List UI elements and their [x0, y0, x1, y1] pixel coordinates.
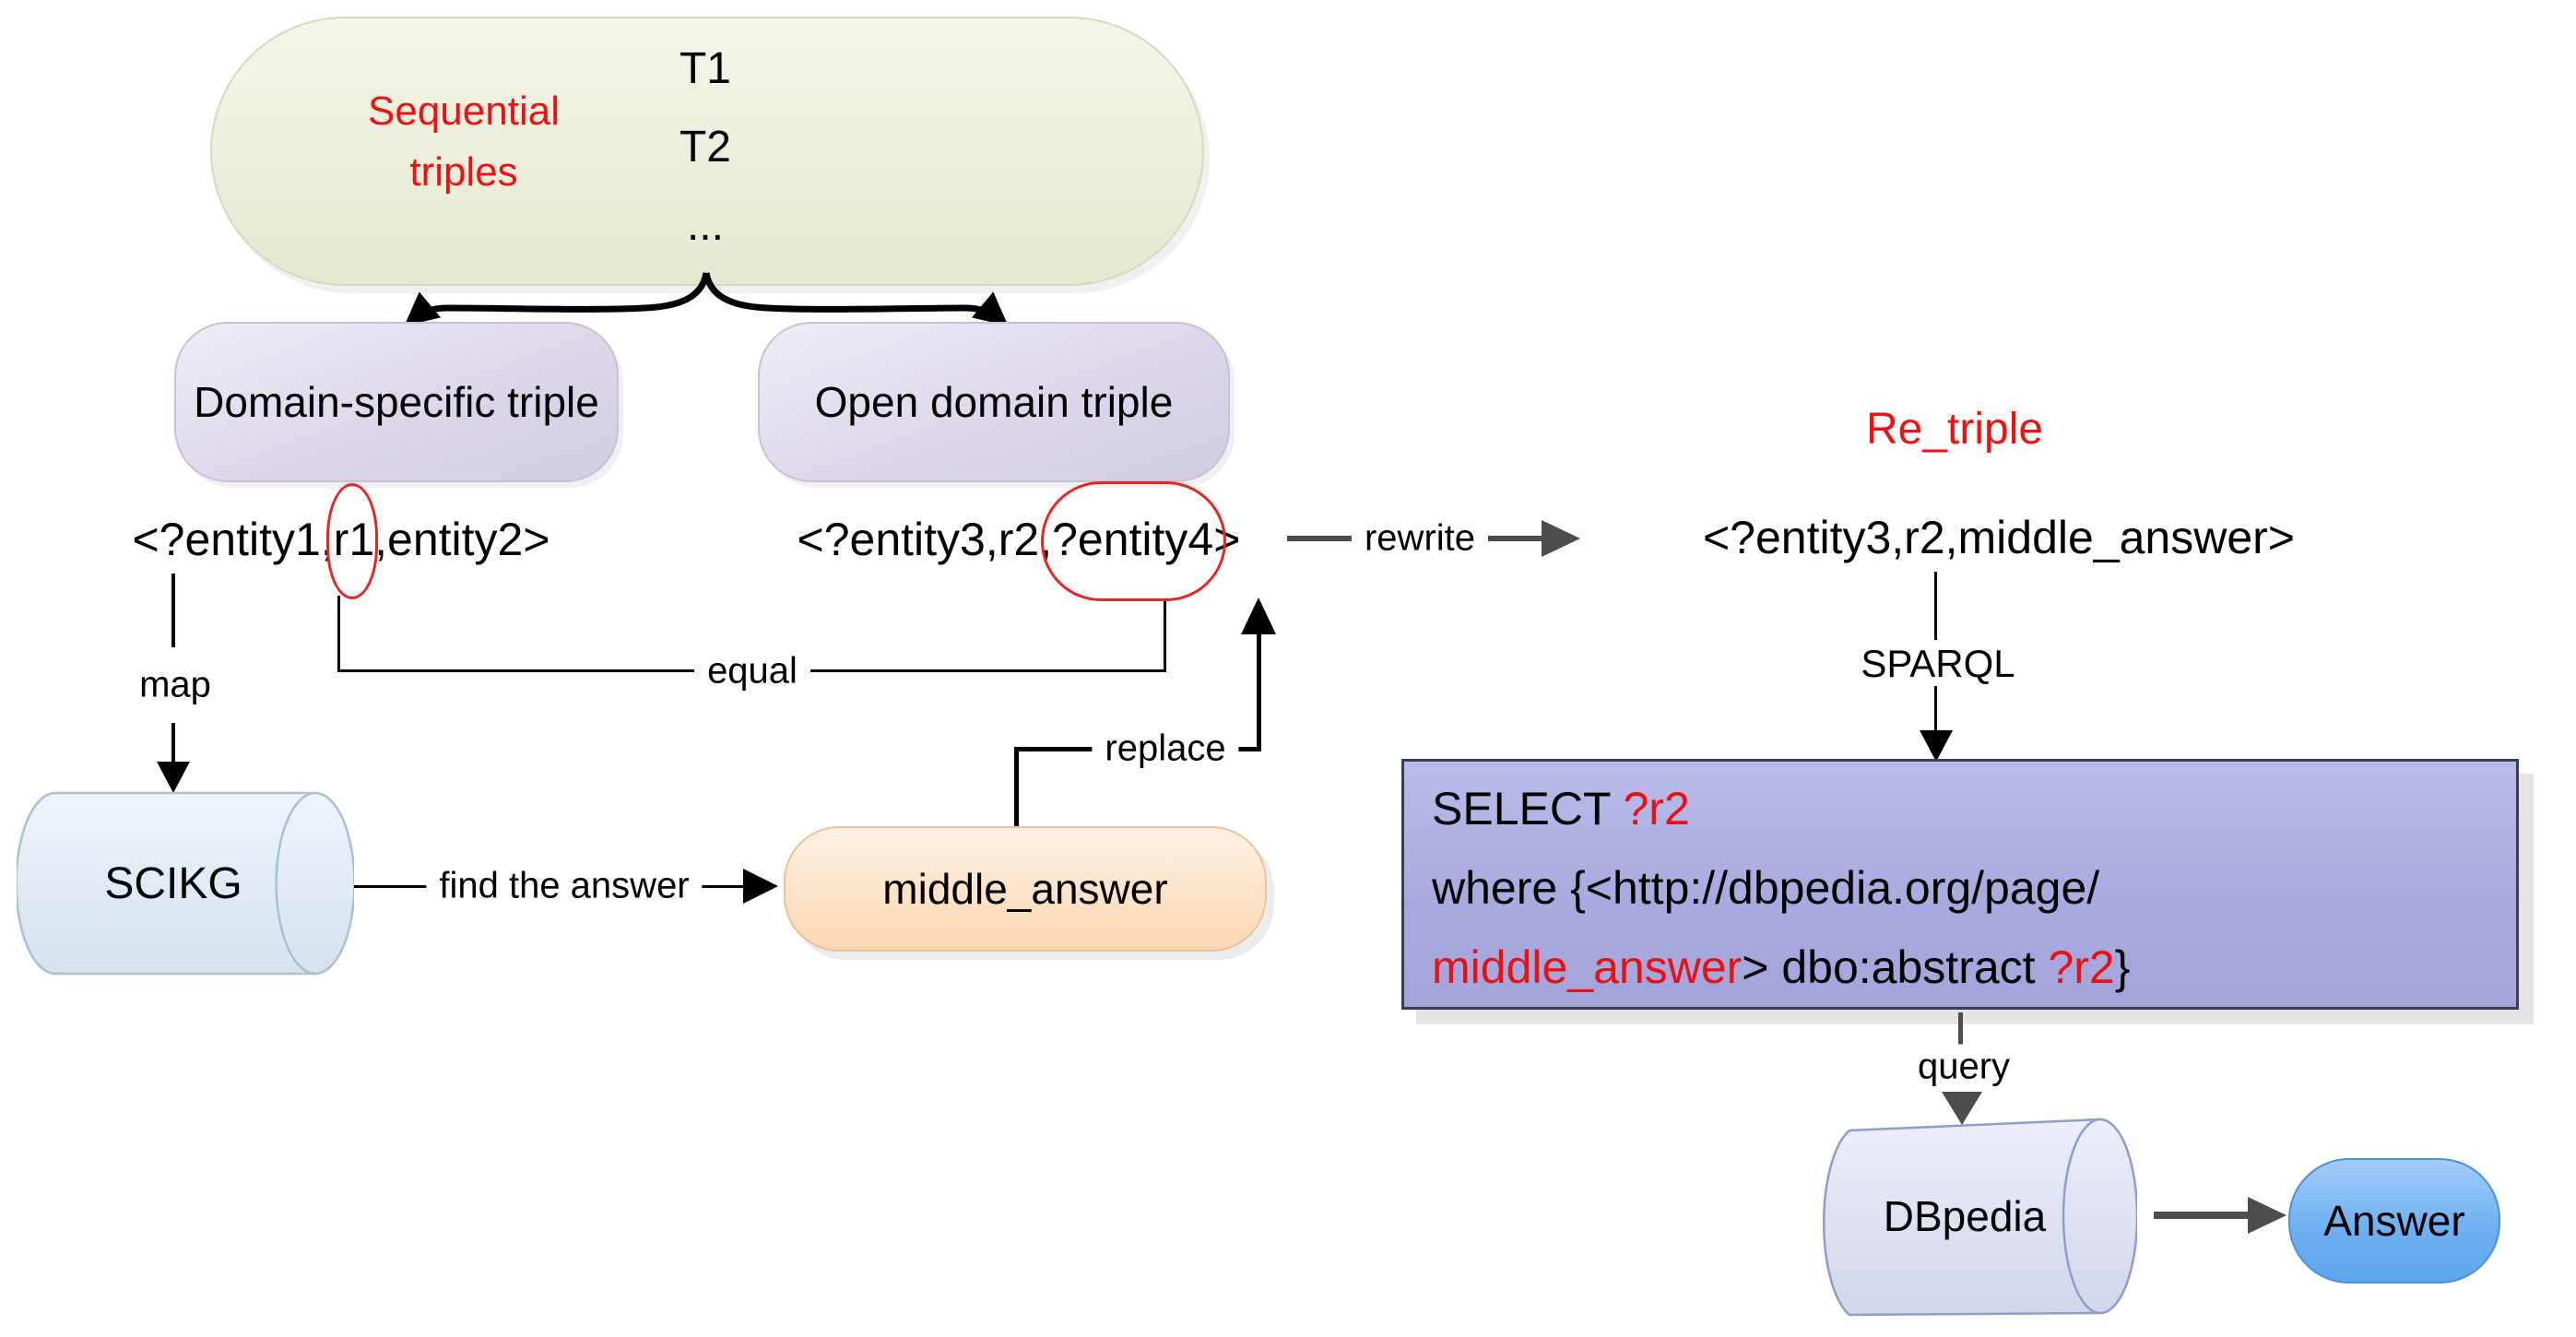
scikg-label: SCIKG [104, 858, 242, 908]
map-line-bottom [171, 723, 175, 763]
domain-triple-text: <?entity1,r1,entity2> [46, 483, 636, 599]
domain-triple-pre: <?entity1, [132, 514, 334, 565]
triple-list: T1 T2 ... [645, 30, 765, 265]
replace-line-up [1257, 634, 1261, 749]
sparql-closing-brace: } [2114, 941, 2131, 993]
replace-arrowhead [1241, 598, 1276, 634]
domain-triple-post: ,entity2> [374, 514, 550, 565]
answer-arrowhead [2248, 1197, 2286, 1234]
sparql-label: SPARQL [1848, 640, 2028, 688]
triple-item-t2: T2 [679, 123, 731, 172]
sparql-select-var: ?r2 [1623, 783, 1690, 834]
sequential-triples-label: Sequential triples [368, 89, 560, 195]
sparql-line-bottom [1934, 686, 1937, 734]
dbpedia-label: DBpedia [1883, 1192, 2047, 1240]
rewrite-arrowhead [1542, 520, 1580, 557]
scikg-cylinder-shape [17, 791, 354, 976]
map-label: map [126, 662, 224, 708]
sparql-select-keyword: SELECT [1432, 783, 1624, 834]
triple-item-ellipsis: ... [686, 201, 724, 250]
query-arrowhead [1942, 1092, 1982, 1125]
r1-highlight-circle: r1 [325, 483, 379, 599]
open-triple-text: <?entity3,r2,?entity4> [719, 481, 1318, 601]
open-triple-pre: <?entity3,r2, [797, 514, 1053, 565]
find-answer-arrowhead [743, 869, 778, 904]
open-domain-triple-node: Open domain triple [758, 322, 1230, 482]
equal-line-right [1164, 601, 1166, 672]
sparql-line-where: where {<http://dbpedia.org/page/ [1432, 862, 2100, 914]
query-line [1958, 1012, 1963, 1046]
replace-label: replace [1092, 726, 1239, 772]
answer-node: Answer [2288, 1158, 2500, 1284]
sparql-line-top [1934, 572, 1937, 644]
domain-specific-triple-label: Domain-specific triple [194, 378, 599, 426]
sparql-var: ?r2 [2048, 941, 2115, 993]
map-arrowhead [157, 762, 190, 793]
rewrite-label: rewrite [1351, 515, 1489, 562]
open-triple-post: > [1213, 514, 1241, 565]
map-line-top [171, 574, 175, 647]
domain-specific-triple-node: Domain-specific triple [174, 322, 619, 482]
entity4-highlight-circle: ?entity4 [1041, 481, 1227, 601]
middle-answer-node: middle_answer [784, 826, 1267, 952]
answer-label: Answer [2323, 1197, 2465, 1245]
query-label: query [1904, 1044, 2024, 1090]
sparql-line-select: SELECT ?r2 [1432, 769, 2516, 848]
dbpedia-cylinder-shape [1822, 1118, 2137, 1317]
equal-line-left [337, 596, 340, 671]
middle-answer-label: middle_answer [882, 865, 1168, 913]
re-triple-text: <?entity3,r2,middle_answer> [1702, 512, 2296, 563]
sparql-entity: middle_answer [1432, 941, 1743, 993]
split-arrow [404, 272, 1009, 326]
sparql-predicate: > dbo:abstract [1742, 941, 2049, 993]
re-triple-title: Re_triple [1865, 405, 2044, 454]
sparql-arrowhead [1920, 730, 1953, 762]
answer-arrow-line [2154, 1212, 2250, 1219]
equal-label: equal [694, 648, 810, 694]
find-answer-label: find the answer [426, 863, 703, 909]
triple-item-t1: T1 [679, 44, 731, 93]
sparql-line-pattern: middle_answer> dbo:abstract ?r2} [1432, 928, 2516, 1007]
open-domain-triple-label: Open domain triple [814, 378, 1174, 426]
replace-line-down [1014, 749, 1019, 828]
sequential-triples-node [210, 17, 1204, 286]
sparql-query-box: SELECT ?r2 where {<http://dbpedia.org/pa… [1401, 759, 2519, 1010]
